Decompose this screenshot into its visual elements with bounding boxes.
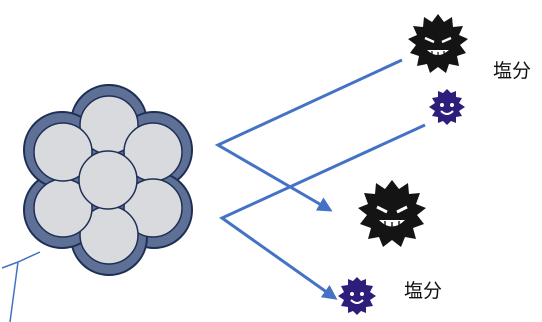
strand-bottom-right: [123, 178, 183, 238]
callout-line: [1, 251, 41, 269]
callout-line-down: [9, 261, 19, 322]
salt-label-bottom: 塩分: [404, 280, 443, 302]
strand-center: [78, 150, 138, 210]
cable-strands: [33, 95, 183, 265]
spiky-germ-icon: [358, 180, 426, 247]
salt-label-top: 塩分: [493, 60, 532, 82]
strand-top-left: [33, 122, 93, 182]
arrow-upper: [214, 58, 403, 212]
stranded-cable-icon: [23, 84, 193, 276]
spiky-germ-icon: [408, 14, 468, 73]
arrow-lower: [219, 123, 426, 300]
round-germ-icon: [429, 89, 465, 125]
round-germ-icon: [338, 277, 376, 315]
